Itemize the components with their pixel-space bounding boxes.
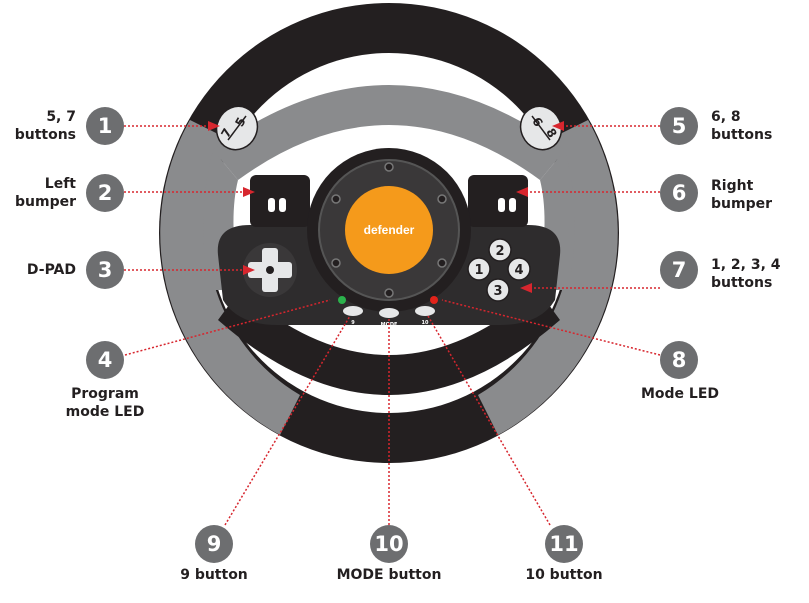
- callout-badge-6: 6: [660, 174, 698, 212]
- callout-badge-11: 11: [545, 525, 583, 563]
- callout-line-4: [124, 299, 331, 356]
- callout-badge-8: 8: [660, 341, 698, 379]
- face-buttons[interactable]: 2 1 4 3: [467, 238, 531, 302]
- callout-lines: [124, 125, 661, 526]
- callout-line-11: [427, 315, 551, 526]
- d-pad[interactable]: [243, 243, 297, 297]
- mode-button[interactable]: [379, 308, 399, 318]
- rim-inner-bottom: [218, 290, 560, 395]
- callout-badge-4: 4: [86, 341, 124, 379]
- right-bumper-slot: [498, 198, 505, 212]
- callout-label-7: 1, 2, 3, 4 buttons: [711, 257, 781, 291]
- button-10[interactable]: [415, 306, 435, 316]
- face-button-2-label: 2: [495, 244, 504, 259]
- callout-line-8: [441, 299, 661, 356]
- hub-bolts: [331, 162, 447, 298]
- button-10-label: 10: [422, 320, 429, 326]
- callout-label-8: Mode LED: [640, 386, 720, 402]
- callout-label-11: 10 button: [525, 567, 603, 583]
- left-paddle-buttons[interactable]: 7 5: [210, 100, 265, 157]
- face-button-2[interactable]: [488, 238, 512, 262]
- face-button-1[interactable]: [467, 257, 491, 281]
- rim-inner-top: [213, 85, 565, 180]
- left-grip: [160, 120, 300, 435]
- callout-label-1: 5, 7 buttons: [14, 109, 76, 143]
- face-button-4-label: 4: [514, 263, 523, 278]
- right-paddle-buttons[interactable]: 6 8: [514, 100, 569, 157]
- callout-arrowheads: [208, 121, 564, 293]
- callout-badge-3: 3: [86, 251, 124, 289]
- callout-line-9: [224, 315, 351, 526]
- callout-badge-1: 1: [86, 107, 124, 145]
- callout-label-3: D-PAD: [26, 262, 76, 278]
- callout-label-4: Program mode LED: [65, 386, 145, 420]
- right-grip: [478, 120, 618, 435]
- face-button-3[interactable]: [486, 278, 510, 302]
- face-button-1-label: 1: [474, 263, 483, 278]
- callout-label-10: MODE button: [336, 567, 442, 583]
- mode-led: [430, 296, 438, 304]
- face-button-3-label: 3: [493, 284, 502, 299]
- right-bumper-slot: [509, 198, 516, 212]
- left-bumper-slot: [268, 198, 275, 212]
- callout-label-6: Right bumper: [711, 178, 772, 212]
- callout-label-9: 9 button: [180, 567, 248, 583]
- face-button-4[interactable]: [507, 257, 531, 281]
- button-9-label: 9: [351, 320, 355, 326]
- program-mode-led: [338, 296, 346, 304]
- defender-logo-badge: [345, 186, 433, 274]
- callout-label-2: Left bumper: [15, 176, 76, 210]
- callout-badge-2: 2: [86, 174, 124, 212]
- button-9[interactable]: [343, 306, 363, 316]
- callout-badge-7: 7: [660, 251, 698, 289]
- left-bumper-slot: [279, 198, 286, 212]
- callout-badge-10: 10: [370, 525, 408, 563]
- brand-logo-text: defender: [364, 223, 415, 237]
- callout-badge-5: 5: [660, 107, 698, 145]
- callout-badge-9: 9: [195, 525, 233, 563]
- callout-label-5: 6, 8 buttons: [711, 109, 773, 143]
